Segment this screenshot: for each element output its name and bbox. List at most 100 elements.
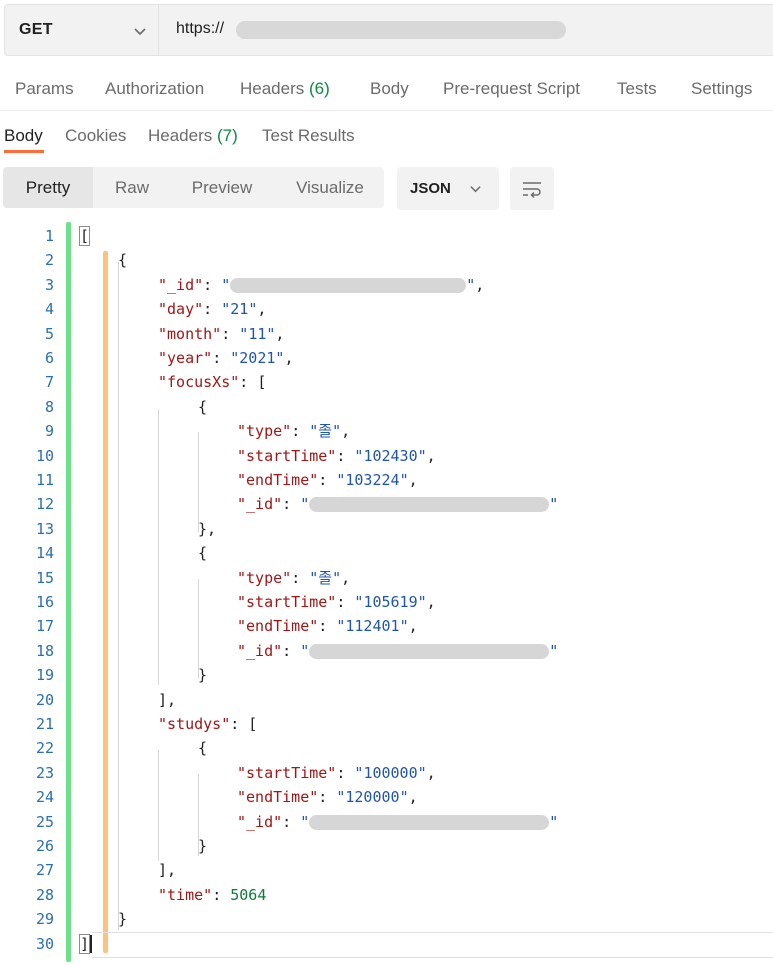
line-number: 23 bbox=[35, 763, 54, 782]
code-line: "endTime": "103224", bbox=[237, 471, 418, 489]
code-line: "_id": "" bbox=[237, 495, 559, 514]
code-line: "focusXs": [ bbox=[158, 373, 267, 392]
code-line: "type": "졸", bbox=[237, 568, 351, 587]
tab-pre-request-script[interactable]: Pre-request Script bbox=[443, 79, 580, 98]
active-line-highlight bbox=[92, 932, 773, 958]
line-number: 25 bbox=[35, 812, 54, 831]
tab-authorization[interactable]: Authorization bbox=[105, 79, 205, 98]
view-preview-button[interactable]: Preview bbox=[191, 178, 253, 197]
format-select[interactable]: JSON bbox=[397, 167, 499, 210]
line-number: 14 bbox=[35, 544, 54, 563]
code-line: "day": "21", bbox=[158, 300, 267, 319]
code-line: ] bbox=[78, 932, 93, 956]
code-line: "startTime": "100000", bbox=[237, 763, 436, 782]
indent-guide bbox=[118, 262, 119, 930]
line-number: 24 bbox=[35, 788, 54, 807]
response-tab-headers[interactable]: Headers (7) bbox=[148, 126, 238, 145]
code-line: "type": "졸", bbox=[237, 422, 351, 441]
request-tabs: Params Authorization Headers (6) Body Pr… bbox=[0, 70, 773, 111]
line-number: 7 bbox=[44, 373, 54, 392]
response-tabs: Body Cookies Headers (7) Test Results bbox=[0, 114, 773, 158]
code-line: "year": "2021", bbox=[158, 349, 294, 367]
redacted-value bbox=[309, 497, 550, 513]
indent-guide bbox=[198, 432, 199, 532]
view-mode-group: Pretty Raw Preview Visualize bbox=[3, 167, 384, 208]
matched-bracket: [ bbox=[78, 226, 91, 246]
code-line: { bbox=[198, 397, 208, 416]
view-pretty-button[interactable]: Pretty bbox=[3, 167, 93, 208]
response-headers-count: (7) bbox=[217, 126, 238, 145]
response-tab-cookies[interactable]: Cookies bbox=[65, 126, 127, 145]
response-tab-body[interactable]: Body bbox=[4, 126, 43, 145]
line-number: 10 bbox=[35, 446, 54, 465]
line-number: 17 bbox=[35, 617, 54, 636]
code-line: "startTime": "105619", bbox=[237, 593, 436, 611]
url-bar: GET https:// bbox=[0, 0, 773, 57]
line-number: 15 bbox=[35, 568, 54, 587]
code-line: "_id": "" bbox=[237, 812, 559, 831]
line-number: 19 bbox=[35, 666, 54, 685]
code-line: "endTime": "120000", bbox=[237, 788, 418, 807]
code-line: "month": "11", bbox=[158, 324, 285, 343]
line-number: 26 bbox=[35, 837, 54, 855]
tab-headers[interactable]: Headers (6) bbox=[240, 79, 330, 98]
tab-params[interactable]: Params bbox=[15, 79, 74, 98]
line-number: 5 bbox=[44, 324, 54, 343]
format-label: JSON bbox=[410, 180, 451, 197]
line-number: 1 bbox=[44, 227, 54, 245]
redacted-value bbox=[230, 277, 467, 293]
line-number: 28 bbox=[35, 885, 54, 904]
tab-tests[interactable]: Tests bbox=[617, 79, 657, 98]
fold-indicator-inner[interactable] bbox=[103, 251, 108, 953]
code-line: [ bbox=[78, 224, 91, 248]
fold-indicator-outer[interactable] bbox=[66, 222, 71, 962]
url-text: https:// bbox=[176, 20, 225, 37]
code-line: ], bbox=[158, 861, 177, 880]
line-number: 29 bbox=[35, 910, 54, 929]
line-number: 2 bbox=[44, 251, 54, 270]
headers-count: (6) bbox=[309, 79, 330, 98]
indent-guide bbox=[198, 774, 199, 856]
method-select[interactable]: GET bbox=[4, 4, 158, 56]
code-line: }, bbox=[198, 519, 217, 538]
code-line: "startTime": "102430", bbox=[237, 446, 436, 465]
line-number: 8 bbox=[44, 397, 54, 416]
line-number: 18 bbox=[35, 641, 54, 660]
code-line: { bbox=[118, 251, 128, 270]
wrap-lines-icon bbox=[523, 182, 541, 199]
line-number: 11 bbox=[35, 471, 54, 489]
tab-body[interactable]: Body bbox=[370, 79, 409, 98]
indent-guide bbox=[158, 750, 159, 861]
indent-guide bbox=[158, 409, 159, 685]
code-line: { bbox=[198, 739, 208, 758]
method-label: GET bbox=[19, 21, 53, 38]
response-body-editor[interactable]: 1 2 3 4 5 6 7 8 9 10 11 12 13 14 15 16 1… bbox=[0, 222, 773, 965]
line-number: 20 bbox=[35, 690, 54, 709]
code-line: } bbox=[198, 666, 208, 685]
wrap-lines-button[interactable] bbox=[510, 167, 554, 210]
chevron-down-icon bbox=[470, 186, 481, 193]
line-number: 3 bbox=[44, 275, 54, 294]
matched-bracket: ] bbox=[78, 933, 91, 954]
line-number: 16 bbox=[35, 593, 54, 611]
tab-settings[interactable]: Settings bbox=[691, 79, 753, 98]
line-number: 9 bbox=[44, 422, 54, 441]
code-line: } bbox=[198, 837, 208, 855]
redacted-value bbox=[309, 643, 550, 659]
line-number: 4 bbox=[44, 300, 54, 319]
redacted-url bbox=[236, 21, 566, 39]
redacted-value bbox=[309, 814, 550, 830]
line-number: 27 bbox=[35, 861, 54, 880]
code-line: { bbox=[198, 544, 208, 563]
url-input[interactable]: https:// bbox=[158, 4, 773, 56]
code-line: "_id": "" bbox=[237, 641, 559, 660]
view-raw-button[interactable]: Raw bbox=[114, 178, 149, 197]
view-visualize-button[interactable]: Visualize bbox=[296, 178, 364, 197]
code-line: "endTime": "112401", bbox=[237, 617, 418, 636]
response-tab-test-results[interactable]: Test Results bbox=[262, 126, 355, 145]
line-number: 12 bbox=[35, 495, 54, 514]
indent-guide bbox=[198, 579, 199, 679]
line-number: 22 bbox=[35, 739, 54, 758]
line-number: 30 bbox=[35, 934, 54, 953]
text-cursor bbox=[90, 935, 93, 954]
